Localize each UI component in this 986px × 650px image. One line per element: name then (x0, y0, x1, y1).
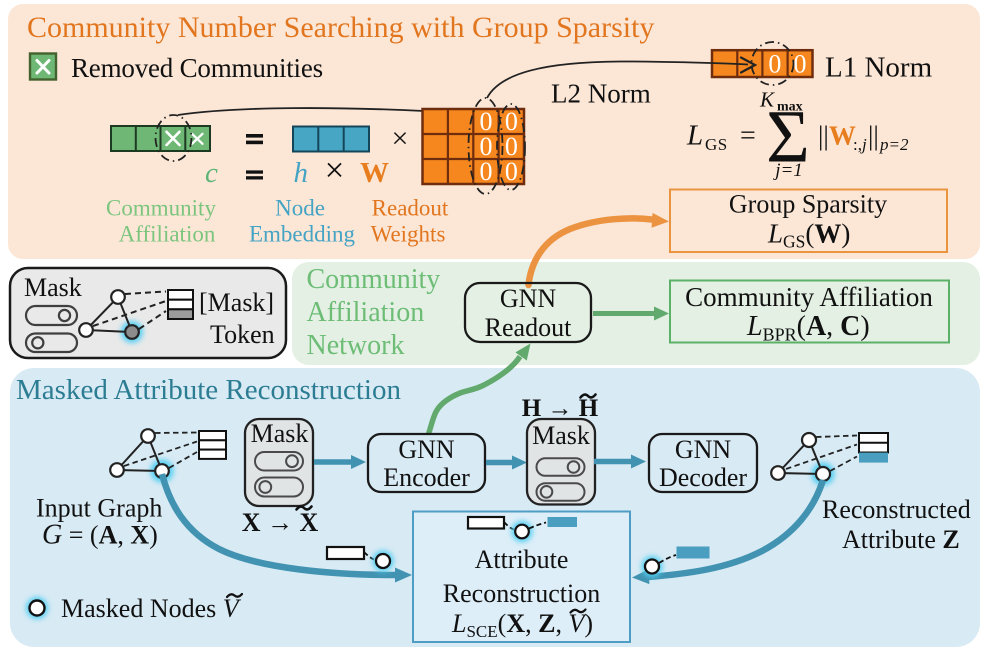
svg-text:L2 Norm: L2 Norm (551, 79, 651, 109)
svg-text:LBPR(A, C): LBPR(A, C) (746, 311, 870, 345)
svg-text:Affiliation: Affiliation (307, 297, 425, 328)
svg-text:max: max (777, 100, 803, 115)
svg-text:Embedding: Embedding (249, 222, 356, 247)
svg-text:H → H: H → H (522, 395, 599, 422)
svg-text::,j: :,j (853, 135, 867, 154)
svg-text:0: 0 (480, 132, 493, 161)
svg-text:Removed Communities: Removed Communities (71, 53, 323, 83)
svg-text:Community Number Searching wit: Community Number Searching with Group Sp… (27, 11, 654, 44)
svg-text:Reconstruction: Reconstruction (443, 579, 600, 608)
svg-text:Masked Nodes V: Masked Nodes V (61, 594, 242, 623)
svg-text:j=1: j=1 (772, 160, 803, 181)
svg-text:Encoder: Encoder (383, 463, 470, 492)
svg-text:LGS(W): LGS(W) (767, 219, 850, 252)
svg-text:Readout: Readout (372, 196, 449, 221)
svg-text:0: 0 (794, 50, 807, 79)
svg-text:0: 0 (480, 157, 493, 186)
svg-text:Readout: Readout (485, 313, 572, 342)
svg-text:Masked Attribute Reconstructio: Masked Attribute Reconstruction (16, 374, 401, 406)
svg-text:Mask: Mask (24, 273, 82, 302)
svg-text:0: 0 (505, 132, 518, 161)
svg-text:Token: Token (210, 320, 275, 349)
svg-text:Node: Node (275, 196, 325, 221)
svg-text:0: 0 (505, 157, 518, 186)
svg-text:Mask: Mask (251, 419, 309, 448)
svg-text:Affiliation: Affiliation (119, 222, 216, 247)
svg-text:X → X: X → X (242, 508, 319, 537)
svg-text:0: 0 (505, 107, 518, 136)
svg-text:||W: ||W (818, 121, 856, 151)
svg-text:Input Graph: Input Graph (36, 494, 162, 523)
svg-text:L1 Norm: L1 Norm (825, 52, 933, 84)
svg-text:GNN: GNN (398, 435, 455, 464)
svg-text:0: 0 (480, 107, 493, 136)
svg-text:p=2: p=2 (879, 135, 909, 154)
svg-text:Attribute: Attribute (475, 545, 569, 574)
svg-text:c: c (205, 157, 218, 189)
svg-text:LSCE(X, Z, V): LSCE(X, Z, V) (451, 609, 593, 641)
svg-text:GS: GS (705, 135, 728, 154)
svg-text:0: 0 (768, 50, 781, 79)
svg-text:Weights: Weights (371, 222, 446, 247)
svg-text:×: × (325, 151, 345, 190)
svg-text:Community: Community (307, 264, 441, 295)
svg-text:Σ: Σ (766, 96, 810, 179)
svg-text:G = (A, X): G = (A, X) (42, 520, 158, 551)
svg-text:Community Affiliation: Community Affiliation (685, 282, 933, 312)
svg-text:Group Sparsity: Group Sparsity (729, 190, 887, 219)
svg-text:Reconstructed: Reconstructed (822, 495, 971, 524)
svg-text:Community: Community (106, 196, 216, 221)
svg-text:K: K (759, 88, 775, 112)
svg-text:Decoder: Decoder (659, 463, 747, 492)
svg-text:W: W (360, 157, 389, 189)
svg-text:GNN: GNN (675, 435, 732, 464)
svg-text:[Mask]: [Mask] (199, 288, 274, 317)
svg-text:Attribute Z: Attribute Z (842, 525, 960, 554)
svg-text:×: × (392, 122, 409, 155)
svg-text:Mask: Mask (532, 421, 590, 450)
svg-text:h: h (294, 157, 309, 189)
svg-text:||: || (868, 121, 879, 151)
svg-text:=: = (740, 121, 756, 152)
svg-text:L: L (686, 120, 703, 152)
svg-text:Network: Network (307, 330, 405, 361)
svg-text:GNN: GNN (500, 284, 557, 313)
